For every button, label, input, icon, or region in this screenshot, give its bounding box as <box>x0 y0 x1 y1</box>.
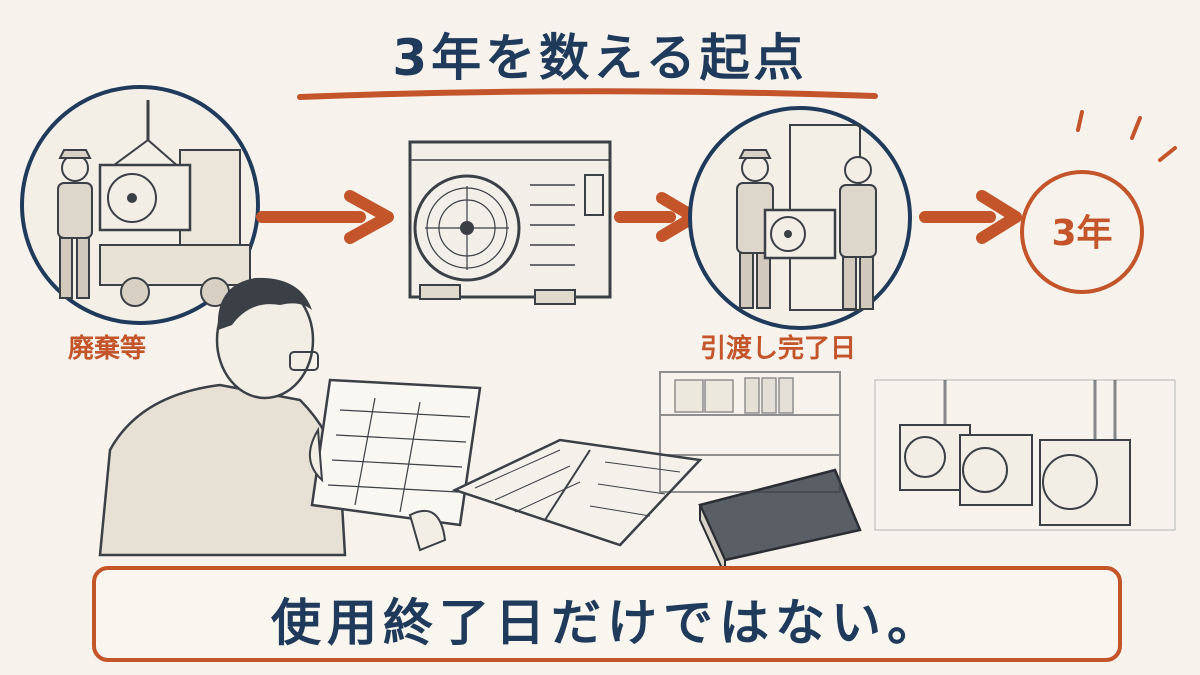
page-title: 3年を数える起点 <box>392 29 808 87</box>
outdoor-ac-units-group-icon <box>874 379 1176 531</box>
caption-box <box>92 566 1122 662</box>
three-year-badge-label: 3年 <box>1051 213 1113 254</box>
arrow-right-icon <box>614 192 700 242</box>
three-year-badge-icon <box>1020 110 1177 294</box>
arrow-right-icon <box>919 190 1022 244</box>
step-label-disposal: 廃棄等 <box>68 334 147 364</box>
step-label-handover: 引渡し完了日 <box>700 334 857 364</box>
truck-loading-icon <box>20 85 260 325</box>
open-binder-icon <box>451 438 703 547</box>
outdoor-ac-unit-icon <box>408 140 612 305</box>
title-underline <box>297 88 878 100</box>
person-reading-icon <box>98 277 482 557</box>
closed-binder-icon <box>698 468 862 576</box>
caption-text: 使用終了日だけではない。 <box>271 594 943 652</box>
shelf-icon <box>659 371 841 493</box>
arrow-right-icon <box>256 190 394 244</box>
handover-icon <box>688 106 912 330</box>
